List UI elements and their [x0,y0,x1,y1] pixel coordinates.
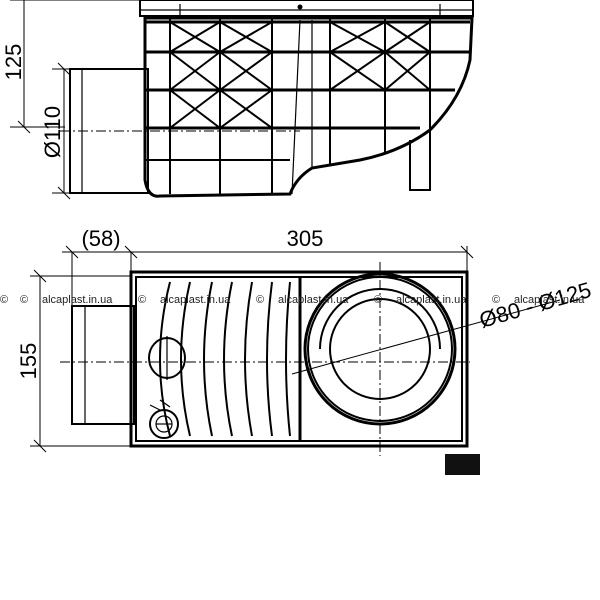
dim-label-305: 305 [287,226,324,251]
watermark-text: alcaplast.in.ua [278,294,349,306]
side-body-outline [143,16,474,198]
top-drain-foot [445,454,480,475]
dim-label-58: (58) [81,226,120,251]
top-outlet-pipe [71,305,135,425]
watermark-symbol: © [0,294,8,306]
top-basket-ribs [159,281,291,437]
watermark-symbol: © [20,294,28,306]
watermark-text: alcaplast.in.ua [42,294,113,306]
side-support-foot [409,120,431,191]
watermark-symbol: © [138,294,146,306]
top-frame-outer [129,270,469,448]
top-side-inlet [148,336,186,380]
diameter-leader [291,299,561,375]
dim-305: 305 [131,226,474,272]
watermark-text: alcaplast.in.ua [160,294,231,306]
side-lid [139,0,474,17]
top-view: (58) 305 155 Ø80 - Ø125 [16,226,594,475]
side-cross-bracing [169,21,431,129]
dim-110: Ø110 [40,62,71,200]
dim-label-155: 155 [16,343,41,380]
watermark-symbol: © [374,294,382,306]
watermark-symbol: © [492,294,500,306]
lock-screw-icon [149,399,179,439]
watermark-row: © © alcaplast.in.ua © alcaplast.in.ua © … [0,294,585,306]
dim-label-125: 125 [1,44,26,81]
watermark-text: alcaplast.in.ua [514,294,585,306]
dim-155: 155 [16,269,131,453]
dim-125: 125 [1,0,140,134]
dim-58: (58) [62,226,138,306]
watermark-symbol: © [256,294,264,306]
dim-label-110: Ø110 [40,106,65,158]
side-view: 125 Ø110 [1,0,474,200]
watermark-text: alcaplast.in.ua [396,294,467,306]
lid-screw-icon [297,4,303,10]
